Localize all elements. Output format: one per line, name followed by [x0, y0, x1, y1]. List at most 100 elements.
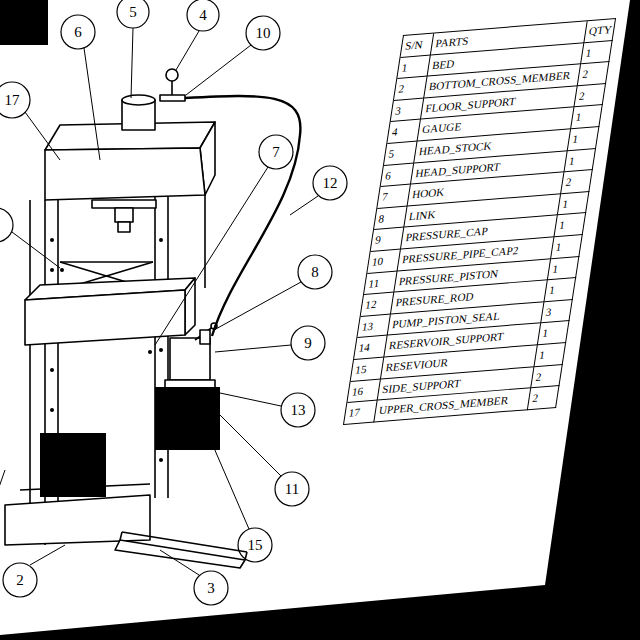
table-cell: 1 [551, 235, 583, 259]
table-cell: 1 [554, 213, 586, 237]
callout-number: 6 [60, 22, 96, 42]
callout-number: 5 [115, 2, 151, 22]
mounting-holes [50, 408, 54, 412]
table-cell: PARTS [431, 21, 588, 55]
callout-circles [259, 135, 293, 169]
redaction-box [155, 387, 220, 450]
leader-lines [131, 28, 133, 98]
table-cell: 9 [371, 228, 405, 252]
callout-circles [313, 166, 347, 200]
leader-lines [220, 393, 281, 406]
press-frame [60, 261, 153, 263]
leader-lines [215, 345, 291, 352]
table-cell: 14 [354, 336, 388, 360]
press-frame [160, 95, 185, 101]
table-cell: 1 [397, 55, 431, 79]
callout-circles [246, 16, 280, 50]
table-cell: 15 [351, 357, 385, 381]
callout-circles [238, 528, 272, 562]
mounting-holes [159, 348, 163, 352]
mounting-holes [50, 238, 54, 242]
callout-number: 8 [297, 262, 333, 282]
table-cell: 3 [391, 98, 425, 122]
press-frame [171, 81, 173, 95]
table-cell: 6 [381, 163, 415, 187]
table-cell: 2 [528, 386, 560, 410]
press-frame [120, 532, 122, 540]
callout-circles [275, 472, 309, 506]
callout-circles [194, 571, 228, 605]
table-cell: 3 [541, 300, 573, 324]
callout-number: 2 [2, 570, 38, 590]
table-cell: 7 [377, 185, 411, 209]
table-cell: 2 [578, 62, 610, 86]
leader-lines [0, 470, 5, 490]
press-frame [5, 69, 247, 568]
callout-circles [298, 255, 332, 289]
callout-number: 10 [245, 23, 281, 43]
leader-lines [25, 112, 60, 160]
redaction-box [0, 0, 48, 45]
callout-circles [3, 563, 37, 597]
table-cell: 13 [357, 314, 391, 338]
parts-table: S/NPARTSQTY1BED12BOTTOM_CROSS_MEMBER23FL… [343, 18, 616, 425]
leader-lines [30, 545, 65, 565]
press-frame [200, 330, 210, 344]
table-cell: 1 [544, 278, 576, 302]
mounting-holes [148, 350, 152, 354]
table-cell: 1 [581, 41, 613, 65]
table-cell: 1 [548, 256, 580, 280]
callout-circles [281, 393, 315, 427]
mounting-holes [60, 268, 64, 272]
callout-circles [61, 15, 95, 49]
callout-circles [291, 326, 325, 360]
table-cell: 2 [531, 364, 563, 388]
leader-lines [155, 167, 268, 345]
callout-number: 11 [274, 479, 310, 499]
press-frame [25, 290, 185, 345]
table-cell: 8 [374, 206, 408, 230]
leader-lines [176, 31, 199, 70]
hydraulic-hose [185, 96, 300, 336]
table-cell: 2 [394, 77, 428, 101]
mounting-holes [50, 238, 163, 462]
table-cell: 11 [364, 271, 398, 295]
callout-number: 13 [280, 400, 316, 420]
callout-number: 12 [312, 173, 348, 193]
mounting-holes [50, 268, 54, 272]
callout-number: 4 [185, 5, 221, 25]
callout-number: 9 [290, 333, 326, 353]
leader-lines [214, 282, 301, 330]
press-frame [166, 69, 178, 81]
leader-lines [214, 448, 249, 529]
table-cell: 1 [538, 321, 570, 345]
callout-number: 7 [258, 142, 294, 162]
table-cell: 4 [387, 120, 421, 144]
mounting-holes [159, 458, 163, 462]
hydraulic-hose [185, 96, 300, 336]
leader-lines [215, 410, 281, 476]
table-cell: QTY [584, 19, 616, 43]
table-cell: 1 [534, 343, 566, 367]
callout-number: 3 [193, 578, 229, 598]
table-cell: S/N [401, 33, 435, 57]
leader-lines [290, 196, 318, 215]
press-frame [122, 95, 155, 105]
scan-border [0, 585, 640, 640]
table-cell: 2 [574, 84, 606, 108]
press-frame [167, 195, 169, 498]
leader-lines [84, 48, 100, 160]
press-frame [5, 495, 150, 545]
leader-lines [12, 232, 60, 268]
leader-lines [0, 28, 318, 575]
redaction-box [0, 0, 220, 497]
callout-number: 15 [237, 535, 273, 555]
mounting-holes [50, 368, 54, 372]
press-frame [45, 148, 205, 200]
table-cell: 1 [568, 127, 600, 151]
callout-number: 17 [0, 90, 30, 110]
table-cell: 1 [558, 192, 590, 216]
table-cell: 12 [361, 293, 395, 317]
